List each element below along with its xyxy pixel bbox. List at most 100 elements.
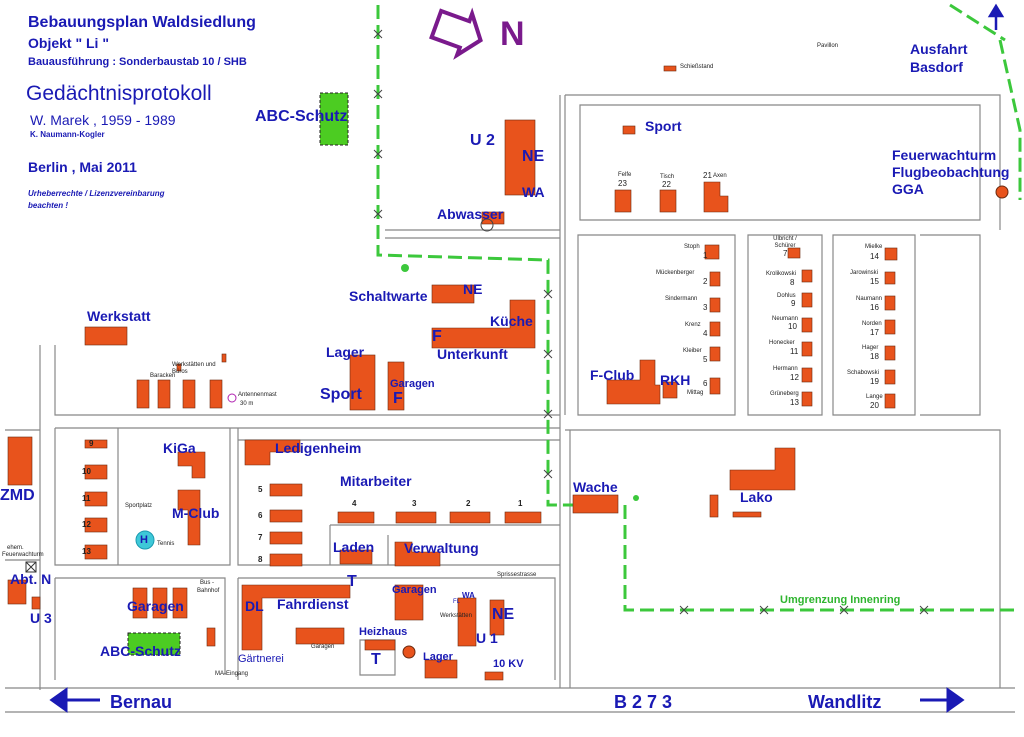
antennenmast-label: Antennenmast (238, 392, 277, 398)
building-number: 1 (518, 499, 523, 508)
building-number: 3 (412, 499, 417, 508)
abc-shelter-bottom (127, 632, 181, 656)
fence-innenring (376, 3, 1022, 612)
house-number: 5 (703, 355, 708, 364)
laden-label: Laden (333, 539, 375, 555)
u1-label: U 1 (476, 630, 498, 646)
building-number: 9 (89, 439, 94, 448)
umgrenzung-label: Umgrenzung Innenring (780, 594, 901, 606)
house-label: Krolikowski (766, 271, 797, 277)
building-number: 12 (82, 520, 91, 529)
helipad-icon (135, 530, 155, 550)
house-number: 12 (790, 373, 799, 382)
house-label: Ulbricht / Schürer (773, 236, 797, 249)
sportplatz-label: Sportplatz (125, 503, 153, 509)
north-arrow-icon (429, 7, 483, 60)
sport-top-label: Sport (645, 118, 682, 134)
title-protocol: Gedächtnisprotokoll (26, 82, 212, 105)
author-primary: W. Marek , 1959 - 1989 (30, 112, 176, 128)
old-fire-tower-icon (25, 561, 37, 573)
antennenmast-height: 30 m (240, 401, 254, 407)
house-label: Mückenberger (656, 270, 695, 276)
u2-label: U 2 (470, 132, 495, 149)
building-number: 2 (466, 499, 471, 508)
fclub-label: F-Club (590, 367, 635, 383)
house-number: 17 (870, 328, 879, 337)
kv10-label: 10 KV (493, 658, 524, 670)
old-fire-tower-label1: ehem. (7, 545, 24, 551)
ne-low-label: NE (492, 606, 515, 623)
building-number: 7 (258, 533, 263, 542)
tree-icon (401, 264, 409, 272)
house-number: 16 (870, 303, 879, 312)
house-number: 15 (870, 277, 879, 286)
wache-label: Wache (573, 479, 618, 495)
t-mid-label: T (347, 573, 357, 590)
garagen-right-label: Garagen (392, 584, 437, 596)
old-fire-tower-label2: Feuerwachturm (2, 552, 44, 558)
lager-low-label: Lager (423, 651, 453, 663)
feuerwachturm-tower-icon (995, 185, 1009, 199)
dl-label: DL (245, 598, 264, 614)
wa-low-label: WA (462, 591, 475, 600)
house-label: Honecker (769, 340, 795, 346)
kueche-label: Küche (490, 313, 533, 329)
copyright-line2: beachten ! (28, 201, 69, 210)
ma-eingang-label: MA-Eingang (215, 671, 249, 677)
mitarbeiter-label: Mitarbeiter (340, 473, 412, 489)
ne-top-label: NE (522, 148, 545, 165)
house-number: 9 (791, 299, 796, 308)
abwasser-label: Abwasser (437, 206, 504, 222)
fahrdienst-label: Fahrdienst (277, 596, 349, 612)
house-number: 18 (870, 352, 879, 361)
house-number: 1 (703, 251, 708, 260)
house-number: 22 (662, 180, 671, 189)
rkh-label: RKH (660, 372, 691, 388)
house-label: Krenz (685, 322, 701, 328)
f-garagen-label: F (393, 390, 403, 407)
house-number: 7 (783, 249, 788, 258)
house-label: Neumann (772, 316, 799, 322)
heizhaus-chimney-icon (402, 645, 416, 659)
u3-label: U 3 (30, 610, 52, 626)
schiessstand-label: Schießstand (680, 64, 714, 70)
roads (5, 94, 1015, 713)
abt-n-label: Abt. N (10, 571, 52, 587)
house-number: 8 (790, 278, 795, 287)
tree-icon (633, 495, 639, 501)
garagen-mid-label: Garagen (390, 378, 435, 390)
house-label: Hermann (773, 366, 798, 372)
house-number: 23 (618, 179, 627, 188)
buildings (7, 65, 898, 681)
house-number: 11 (790, 347, 799, 356)
b273-label: B 2 7 3 (614, 692, 673, 712)
building-number: 5 (258, 485, 263, 494)
zmd-label: ZMD (0, 487, 35, 504)
werkstatt-label: Werkstatt (87, 308, 151, 324)
place-date: Berlin , Mai 2011 (28, 159, 137, 175)
basdorf-label: Basdorf (910, 59, 963, 75)
t-low-label: T (371, 651, 381, 668)
house-label: Hager (862, 345, 879, 351)
gga-label: GGA (892, 181, 924, 197)
house-label: Dohlus (777, 293, 796, 299)
author-secondary: K. Naumann-Kogler (30, 130, 105, 139)
fence-post-marks (373, 29, 929, 615)
lako-label: Lako (740, 489, 773, 505)
house-number: 21 (703, 171, 712, 180)
lager-mid-label: Lager (326, 344, 365, 360)
werkstaetten-label: Werkstätten und Büros (172, 362, 216, 375)
house-label: Stoph (684, 244, 700, 250)
f-unterkunft-label: F (432, 328, 442, 345)
house-label: Lange (866, 394, 883, 400)
title-plan: Bebauungsplan Waldsiedlung (28, 14, 256, 31)
abc-low-label: ABC-Schutz (100, 643, 181, 659)
house-label: Tisch (660, 174, 675, 180)
helipad-label: H (140, 534, 148, 546)
abc-top-label: ABC-Schutz (255, 108, 348, 125)
north-up-arrow-icon (987, 3, 1005, 30)
house-number: 2 (703, 277, 708, 286)
heizhaus-label: Heizhaus (359, 626, 408, 638)
building-number: 11 (82, 494, 91, 503)
busbahnhof-label2: Bahnhof (197, 588, 220, 594)
